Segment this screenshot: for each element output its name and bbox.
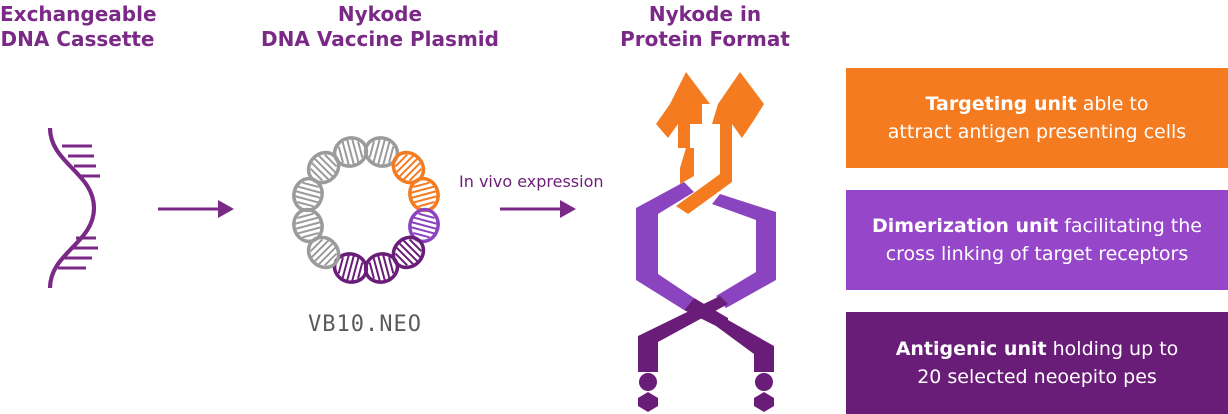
dimerization-unit-shape [636, 182, 776, 310]
dimerization-unit-rest: facilitating the [1058, 215, 1202, 237]
plasmid-title-line1: Nykode [337, 2, 423, 26]
targeting-unit-bold: Targeting unit [925, 93, 1077, 115]
plasmid-segment [391, 235, 426, 270]
arrow-right-icon [158, 200, 234, 218]
plasmid-ring-icon [292, 136, 440, 284]
antigenic-unit-bold: Antigenic unit [895, 338, 1047, 360]
plasmid-title: Nykode DNA Vaccine Plasmid [245, 2, 515, 52]
plasmid-name: VB10.NEO [308, 312, 422, 337]
protein-title: Nykode in Protein Format [610, 2, 800, 52]
cassette-title: Exchangeable DNA Cassette [0, 2, 157, 52]
plasmid-segment [332, 136, 369, 168]
targeting-unit-shape [656, 72, 764, 214]
dna-strand-icon [48, 127, 100, 289]
dimerization-unit-box: Dimerization unit facilitating the cross… [846, 190, 1228, 290]
arrow-right-icon-2 [500, 200, 576, 218]
expression-label: In vivo expression [459, 172, 604, 191]
plasmid-segment [391, 150, 426, 185]
plasmid-segment [408, 176, 440, 213]
cassette-title-line1: Exchangeable [0, 2, 157, 26]
antigenic-unit-line1: Antigenic unit holding up to [846, 335, 1228, 363]
protein-title-line2: Protein Format [620, 27, 790, 51]
plasmid-segment [306, 150, 341, 185]
antigenic-unit-line2: 20 selected neoepito pes [917, 366, 1157, 388]
dimerization-unit-line2: cross linking of target receptors [885, 243, 1189, 265]
plasmid-segment [306, 235, 341, 270]
protein-molecule-icon [636, 72, 776, 412]
targeting-unit-line2: attract antigen presenting cells [887, 121, 1187, 143]
dimerization-unit-line1: Dimerization unit facilitating the [846, 212, 1228, 240]
targeting-unit-rest: able to [1076, 93, 1149, 115]
targeting-unit-box: Targeting unit able to attract antigen p… [846, 68, 1228, 168]
antigenic-unit-shape [638, 296, 774, 412]
antigenic-unit-box: Antigenic unit holding up to 20 selected… [846, 312, 1228, 414]
plasmid-title-line2: DNA Vaccine Plasmid [261, 27, 499, 51]
protein-title-line1: Nykode in [648, 2, 762, 26]
cassette-title-line2: DNA Cassette [0, 27, 155, 51]
antigenic-unit-rest: holding up to [1046, 338, 1179, 360]
dimerization-unit-bold: Dimerization unit [872, 215, 1059, 237]
targeting-unit-line1: Targeting unit able to [846, 90, 1228, 118]
